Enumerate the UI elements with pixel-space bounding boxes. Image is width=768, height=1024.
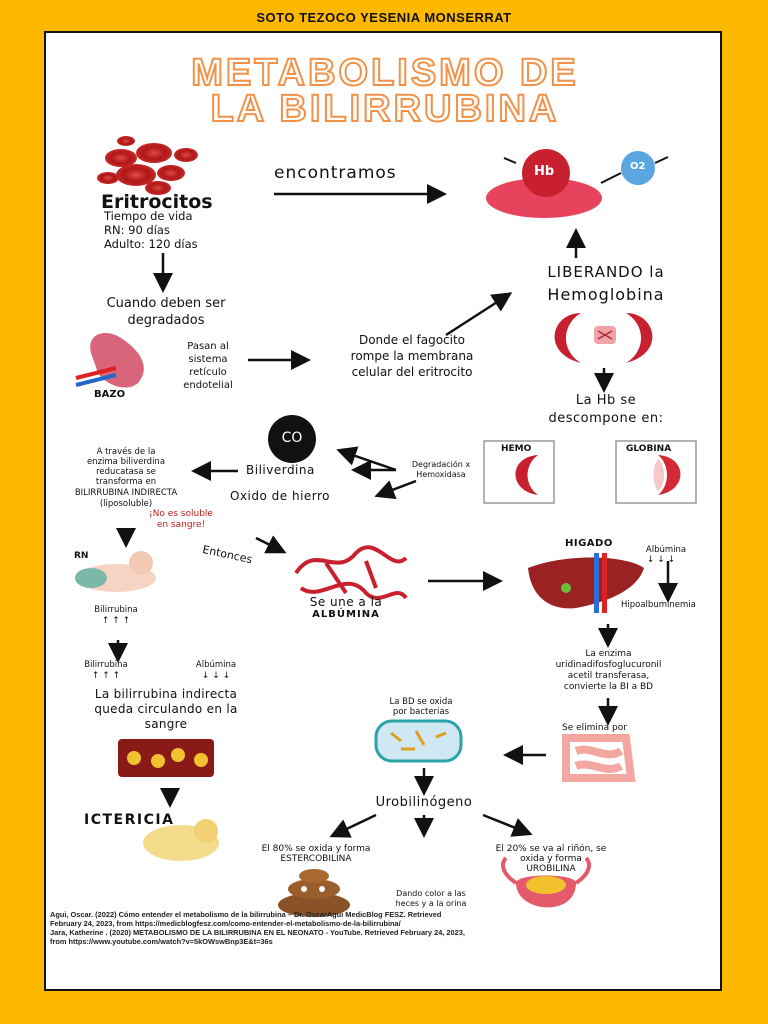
- liver-icon: [528, 553, 644, 613]
- title-line-1: METABOLISMO DE: [190, 52, 579, 94]
- reference-2a: Jara, Katherine . (2020) METABOLISMO DE …: [50, 928, 465, 937]
- atraves-line-6: (liposoluble): [99, 499, 153, 509]
- reference-2b: from https://www.youtube.com/watch?v=5kO…: [50, 937, 273, 946]
- spleen-icon: [75, 333, 144, 388]
- circulando-line-2: queda circulando en la: [94, 702, 238, 716]
- ochenta-line-2: ESTERCOBILINA: [280, 854, 352, 864]
- enzima-line-4: convierte la BI a BD: [563, 682, 654, 692]
- bd-oxida-line-2: por bacterias: [392, 707, 450, 717]
- bd-oxida-line-1: La BD se oxida: [389, 697, 453, 707]
- enzima-line-3: acetil transferasa,: [567, 671, 650, 681]
- bilirrubina2-arrows: ↑ ↑ ↑: [91, 671, 121, 681]
- eritrocitos-heading: Eritrocitos: [101, 191, 213, 213]
- atraves-line-1: A través de la: [96, 447, 156, 457]
- descompone-line-2: descompone en:: [548, 411, 664, 426]
- globina-label: GLOBINA: [626, 444, 672, 454]
- albumina-down-arrows: ↓ ↓ ↓: [646, 555, 676, 565]
- encontramos-label: encontramos: [274, 163, 397, 183]
- hemoglobin-oxygen-icon: [486, 149, 669, 218]
- circulando-line-1: La bilirrubina indirecta: [94, 687, 238, 701]
- rn-label: RN: [74, 551, 89, 561]
- bilirrubina2-label: Bilirrubina: [84, 660, 128, 670]
- donde-line-1: Donde el fagocito: [358, 333, 466, 347]
- atraves-line-2: enzima biliverdina: [86, 457, 166, 467]
- life-label: Tiempo de vida: [104, 209, 193, 223]
- oxido-label: Oxido de hierro: [230, 489, 331, 503]
- atraves-line-4: transforma en: [95, 477, 157, 487]
- atraves-line-3: reducatasa se: [96, 467, 156, 477]
- co-icon-bg: [268, 415, 316, 463]
- pasan-line-4: endotelial: [183, 380, 233, 391]
- o2-label: O2: [630, 161, 646, 172]
- bilirrubina-up-label: Bilirrubina: [94, 605, 138, 615]
- bladder-icon: [501, 856, 591, 908]
- pasan-line-3: retículo: [189, 367, 227, 378]
- veinte-line-2: oxida y forma: [520, 854, 582, 864]
- rn-life: RN: 90 días: [104, 223, 170, 237]
- ictericia-label: ICTERICIA: [84, 812, 175, 828]
- bilirrubina-up-arrows: ↑ ↑ ↑: [101, 616, 131, 626]
- feces-icon: [278, 869, 350, 917]
- cuando-line-2: degradados: [127, 313, 205, 328]
- author-name: SOTO TEZOCO YESENIA MONSERRAT: [256, 10, 512, 25]
- descompone-line-1: La Hb se: [575, 393, 637, 408]
- split-erythrocyte-icon: [554, 313, 653, 363]
- no-soluble-line-2: en sangre!: [156, 520, 206, 530]
- se-une-line-2: ALBÚMINA: [312, 609, 380, 620]
- se-une-line-1: Se une a la: [309, 595, 383, 609]
- dando-line-1: Dando color a las: [396, 889, 466, 898]
- globina-icon: [658, 455, 681, 495]
- biliverdina-label: Biliverdina: [246, 463, 315, 477]
- enzima-line-1: La enzima: [585, 649, 632, 659]
- albumin-molecule-icon: [294, 545, 408, 600]
- albumina2-arrows: ↓ ↓ ↓: [201, 671, 231, 681]
- adult-life: Adulto: 120 días: [104, 237, 198, 251]
- donde-line-3: celular del eritrocito: [351, 365, 473, 379]
- higado-label: HIGADO: [565, 538, 613, 549]
- no-soluble-line-1: ¡No es soluble: [149, 509, 213, 519]
- bacteria-icon: [374, 719, 463, 763]
- ochenta-line-1: El 80% se oxida y forma: [261, 844, 371, 854]
- erythrocytes-icon: [97, 136, 198, 195]
- liberando-line-1: LIBERANDO la: [547, 263, 665, 281]
- degradacion-line-1: Degradación x: [411, 460, 471, 469]
- reference-1a: Agui, Oscar. (2022) Cómo entender el met…: [50, 910, 442, 919]
- dando-line-2: heces y a la orina: [395, 899, 467, 908]
- infographic-page: METABOLISMO DE LA BILIRRUBINA: [44, 31, 722, 991]
- title-line-2: LA BILIRRUBINA: [210, 88, 560, 130]
- hemo-icon: [515, 455, 538, 495]
- intestine-icon: [562, 734, 636, 782]
- reference-1b: February 24, 2023, from https://medicblo…: [50, 919, 401, 928]
- veinte-line-1: El 20% se va al riñón, se: [495, 844, 607, 854]
- diagram-graphics: [75, 136, 697, 917]
- blood-vessel-icon: [118, 739, 214, 777]
- degradacion-line-2: Hemoxidasa: [416, 470, 466, 479]
- liberando-line-2: Hemoglobina: [547, 285, 665, 304]
- enzima-line-2: uridinadifosfoglucuronil: [555, 660, 662, 670]
- bazo-label: BAZO: [94, 389, 126, 400]
- hipoalbuminemia-label: Hipoalbuminemia: [621, 600, 696, 610]
- donde-line-2: rompe la membrana: [350, 349, 474, 363]
- elimina-label: Se elimina por: [562, 723, 627, 733]
- atraves-line-5: BILIRRUBINA INDIRECTA: [74, 488, 178, 498]
- circulando-line-3: sangre: [144, 717, 188, 731]
- cuando-line-1: Cuando deben ser: [106, 296, 226, 311]
- veinte-line-3: UROBILINA: [526, 864, 576, 874]
- pasan-line-2: sistema: [188, 354, 228, 365]
- urobilinogeno-label: Urobilinógeno: [375, 795, 473, 810]
- co-label: CO: [281, 430, 303, 446]
- albumina2-label: Albúmina: [195, 660, 237, 670]
- hemo-label: HEMO: [501, 444, 532, 454]
- pasan-line-1: Pasan al: [187, 341, 229, 352]
- albumina-down-label: Albúmina: [645, 545, 687, 555]
- hb-label: Hb: [534, 164, 555, 179]
- references: Agui, Oscar. (2022) Cómo entender el met…: [50, 910, 640, 946]
- newborn-icon: [75, 551, 156, 592]
